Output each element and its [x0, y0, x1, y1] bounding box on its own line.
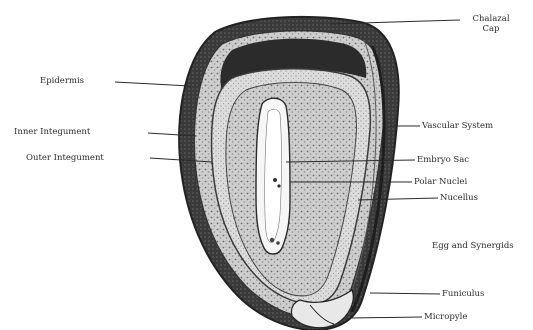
- label-funiculus: Funiculus: [442, 289, 484, 299]
- egg-cell: [270, 238, 274, 242]
- label-chalazal-cap-line2: Cap: [462, 24, 520, 34]
- label-outer-integument: Outer Integument: [26, 153, 104, 163]
- label-epidermis: Epidermis: [40, 76, 84, 86]
- polar-nucleus: [273, 178, 277, 182]
- label-vascular-system: Vascular System: [422, 121, 493, 131]
- label-inner-integument: Inner Integument: [14, 127, 90, 137]
- label-polar-nuclei: Polar Nuclei: [414, 177, 467, 187]
- label-egg-and-synergids: Egg and Synergids: [432, 241, 514, 251]
- label-micropyle: Micropyle: [424, 312, 467, 322]
- label-nucellus: Nucellus: [440, 193, 478, 203]
- label-embryo-sac: Embryo Sac: [417, 155, 469, 165]
- label-chalazal-cap-line1: Chalazal: [462, 14, 520, 24]
- label-chalazal-cap: Chalazal Cap: [462, 14, 520, 34]
